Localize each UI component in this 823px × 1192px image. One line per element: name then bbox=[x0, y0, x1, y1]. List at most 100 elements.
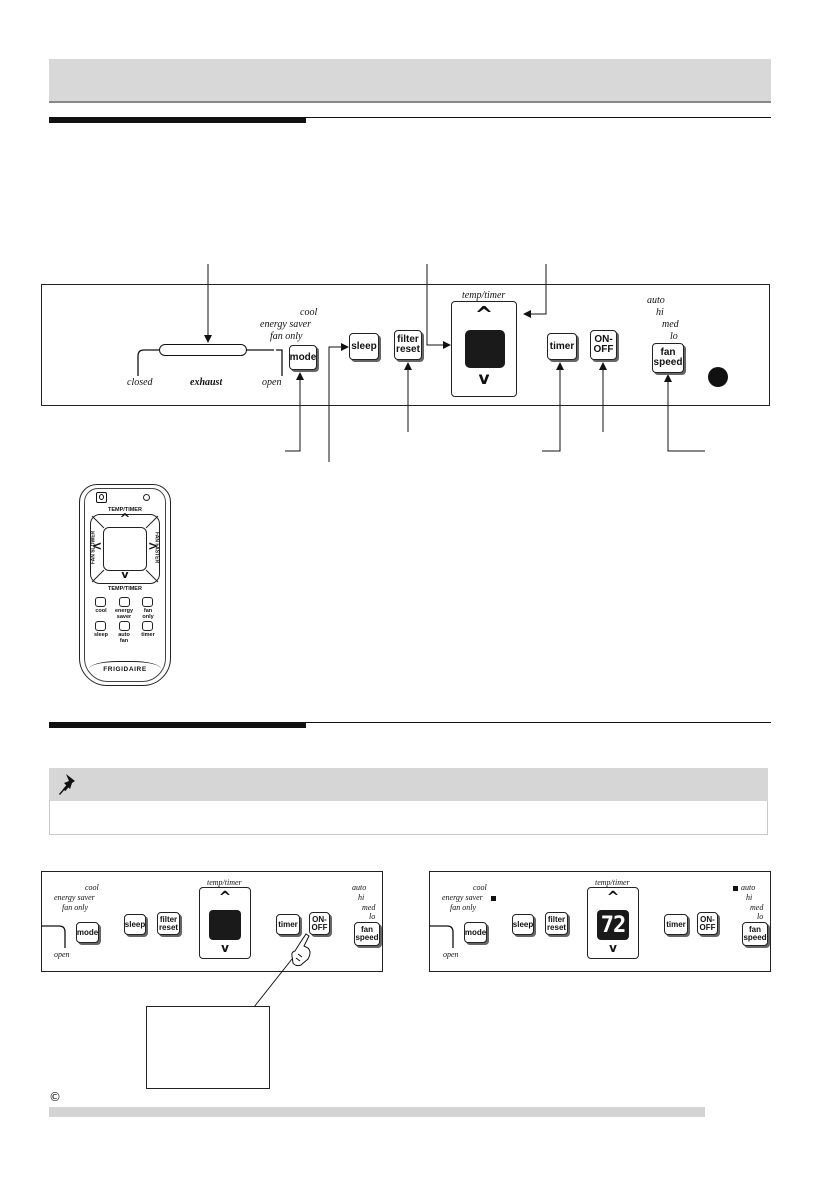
power-icon bbox=[99, 494, 104, 500]
lr-fan-label: fan bbox=[749, 925, 761, 934]
label-lo: lo bbox=[670, 331, 678, 342]
remote-auto-fan-key[interactable] bbox=[119, 621, 130, 631]
section-rule-thin-2 bbox=[306, 722, 771, 723]
lower-left-panel bbox=[41, 871, 383, 972]
lr-filter-reset-button[interactable]: filter reset bbox=[545, 912, 568, 935]
lr-timer-button[interactable]: timer bbox=[664, 914, 688, 935]
callout-lines bbox=[204, 264, 705, 462]
remote-down-button[interactable]: v bbox=[121, 568, 129, 581]
lr-label-fan-only: fan only bbox=[450, 903, 476, 912]
ll-timer-button[interactable]: timer bbox=[276, 914, 300, 935]
lr-temp-display: 72 bbox=[597, 910, 629, 940]
lower-left-lever-bracket bbox=[41, 925, 66, 948]
footer-bar bbox=[49, 1107, 705, 1117]
label-temp-timer: temp/timer bbox=[462, 290, 506, 301]
remote-fan-faster: FAN FASTER bbox=[153, 531, 160, 564]
lr-label-temp-timer: temp/timer bbox=[595, 878, 630, 887]
remote-energy-saver-key[interactable] bbox=[119, 597, 130, 607]
lr-timer-label: timer bbox=[666, 919, 686, 929]
ir-receiver-dot bbox=[708, 367, 728, 387]
remote-power-button[interactable] bbox=[96, 492, 107, 503]
ll-label-fan-only: fan only bbox=[62, 903, 88, 912]
remote-energy-label: energy bbox=[114, 608, 134, 614]
remote-autofan-label: fan bbox=[119, 638, 129, 644]
label-auto: auto bbox=[647, 295, 665, 306]
lr-label-hi: hi bbox=[746, 893, 753, 902]
ll-fan-speed-button[interactable]: fan speed bbox=[354, 922, 380, 946]
remote-cool-key[interactable] bbox=[95, 597, 106, 607]
ll-mode-button[interactable]: mode bbox=[76, 922, 99, 943]
ll-on-off-button[interactable]: ON- OFF bbox=[309, 912, 330, 935]
ll-sleep-button[interactable]: sleep bbox=[124, 914, 146, 935]
mode-button[interactable]: mode bbox=[289, 345, 317, 370]
ll-temp-up-button[interactable]: ^ bbox=[218, 888, 232, 906]
ll-on-label: ON- bbox=[312, 914, 327, 924]
ll-temp-display bbox=[209, 910, 241, 940]
ll-label-energy-saver: energy saver bbox=[54, 893, 95, 902]
ll-label-temp-timer: temp/timer bbox=[207, 878, 242, 887]
section-rule-thick-2 bbox=[49, 722, 306, 728]
section-rule-thin bbox=[306, 117, 771, 118]
off-label: OFF bbox=[593, 344, 614, 355]
remote-up-button[interactable]: ^ bbox=[119, 512, 131, 527]
lr-label-open: open bbox=[443, 950, 459, 959]
control-panel bbox=[41, 284, 770, 406]
ll-label-med: med bbox=[362, 903, 376, 912]
label-med: med bbox=[662, 319, 679, 330]
remote-right-button[interactable]: > bbox=[147, 539, 159, 553]
lr-sleep-button[interactable]: sleep bbox=[512, 914, 534, 935]
label-hi: hi bbox=[656, 307, 664, 318]
remote-fan-only-key[interactable] bbox=[142, 597, 153, 607]
label-open: open bbox=[262, 377, 282, 388]
on-off-button[interactable]: ON- OFF bbox=[590, 330, 617, 360]
remote-timer-key[interactable] bbox=[142, 621, 153, 631]
remote-led bbox=[143, 494, 150, 501]
remote-temp-timer-bottom: TEMP/TIMER bbox=[108, 586, 142, 592]
lr-label-cool: cool bbox=[473, 883, 487, 892]
hand-pointer-icon bbox=[291, 933, 311, 967]
filter-label: filter bbox=[397, 334, 419, 345]
ll-filter-label: filter bbox=[159, 914, 178, 924]
ll-speed-label: speed bbox=[355, 933, 379, 942]
lr-temp-up-button[interactable]: ^ bbox=[606, 888, 620, 906]
filter-reset-button[interactable]: filter reset bbox=[394, 330, 422, 360]
remote-inner bbox=[84, 488, 166, 682]
lr-mode-label: mode bbox=[464, 927, 487, 937]
remote-left-button[interactable]: < bbox=[91, 539, 103, 553]
lr-temp-value: 72 bbox=[600, 912, 626, 938]
temp-timer-frame bbox=[451, 301, 517, 397]
temp-down-button[interactable]: v bbox=[478, 369, 490, 389]
remote-fan-label: fan bbox=[143, 608, 153, 614]
lr-filter-label: filter bbox=[547, 914, 566, 924]
lr-fan-speed-button[interactable]: fan speed bbox=[742, 922, 768, 946]
ll-filter-reset-button[interactable]: filter reset bbox=[157, 912, 180, 935]
speed-label: speed bbox=[653, 357, 683, 368]
label-energy-saver: energy saver bbox=[260, 319, 311, 330]
ll-temp-frame bbox=[199, 887, 251, 959]
header-band bbox=[49, 59, 771, 103]
lr-on-off-button[interactable]: ON- OFF bbox=[697, 912, 718, 935]
lr-label-med: med bbox=[750, 903, 764, 912]
ll-temp-down-button[interactable]: v bbox=[221, 941, 229, 955]
remote-sleep-key[interactable] bbox=[95, 621, 106, 631]
sleep-button[interactable]: sleep bbox=[349, 333, 379, 360]
lr-mode-button[interactable]: mode bbox=[464, 922, 487, 943]
sleep-label: sleep bbox=[351, 340, 377, 352]
ll-mode-label: mode bbox=[76, 927, 99, 937]
exhaust-slider[interactable] bbox=[159, 344, 247, 356]
lr-temp-down-button[interactable]: v bbox=[609, 941, 617, 955]
timer-button[interactable]: timer bbox=[547, 333, 577, 360]
fan-speed-button[interactable]: fan speed bbox=[652, 343, 684, 373]
remote-fan-slower: FAN SLOWER bbox=[90, 530, 97, 565]
lr-label-auto: auto bbox=[741, 883, 756, 892]
ll-label-lo: lo bbox=[369, 912, 376, 921]
ll-label-open: open bbox=[54, 950, 70, 959]
temp-up-button[interactable]: ^ bbox=[474, 303, 494, 328]
lower-right-panel bbox=[429, 871, 771, 972]
copyright-symbol: © bbox=[49, 1090, 61, 1104]
callout-box bbox=[146, 1006, 270, 1089]
remote-brand-plate bbox=[89, 661, 161, 676]
mode-label: mode bbox=[289, 351, 317, 363]
ll-fan-label: fan bbox=[361, 925, 373, 934]
lr-temp-frame bbox=[587, 887, 639, 959]
